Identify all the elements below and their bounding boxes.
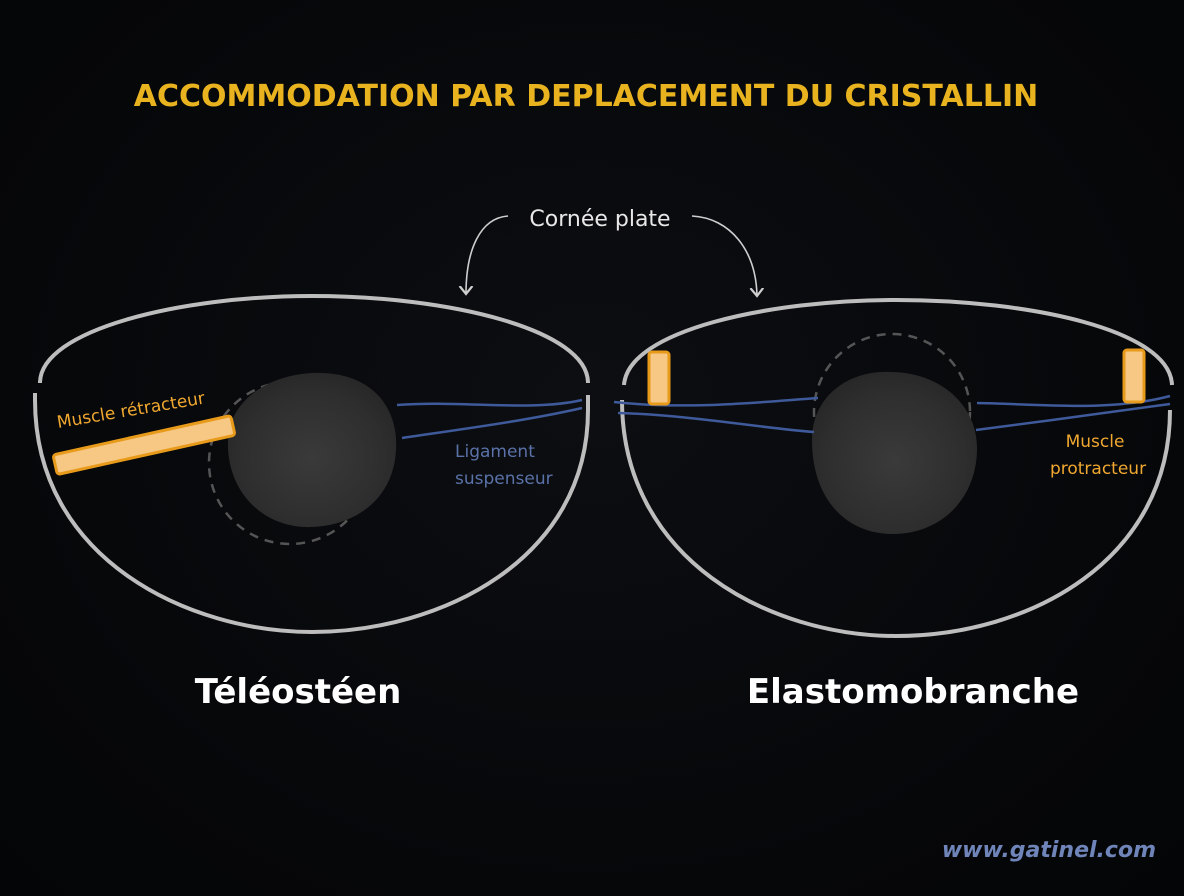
elasmobranch-name: Elastomobranche: [747, 672, 1079, 712]
elasmobranch-eye: [613, 297, 1174, 639]
teleost-name: Téléostéen: [195, 672, 402, 712]
website-link[interactable]: www.gatinel.com: [942, 838, 1156, 863]
teleost-ligament-lower: [401, 406, 583, 440]
elasmobranch-lens-rest-position: [812, 332, 972, 492]
elasmobranch-eyecup: [620, 399, 1172, 639]
teleost-ligament-upper: [396, 398, 583, 407]
ligament-label-line1: Ligament: [455, 442, 535, 462]
protractor-muscle-left: [647, 350, 671, 406]
elasmobranch-lens: [812, 371, 978, 534]
page-title: ACCOMMODATION PAR DEPLACEMENT DU CRISTAL…: [134, 79, 1038, 114]
teleost-eye: [33, 293, 590, 635]
left-cornea-arrow: [466, 215, 509, 294]
retractor-muscle: [52, 414, 236, 476]
protractor-label-line2: protracteur: [1050, 459, 1146, 479]
right-cornea-arrow: [691, 215, 757, 296]
elasmobranch-ligament-left-upper: [613, 396, 819, 407]
flat-cornea-label: Cornée plate: [529, 207, 670, 232]
protractor-muscle-right: [1122, 348, 1146, 404]
protractor-label-line1: Muscle: [1066, 432, 1125, 452]
elasmobranch-ligament-right-lower: [975, 402, 1171, 432]
ligament-label-line2: suspenseur: [455, 469, 553, 489]
teleost-lens: [227, 372, 397, 528]
teleost-cornea: [38, 293, 590, 384]
elasmobranch-cornea: [622, 297, 1174, 386]
elasmobranch-ligament-left-lower: [617, 411, 815, 434]
teleost-eyecup: [33, 393, 590, 635]
elasmobranch-ligament-right-upper: [976, 394, 1171, 408]
